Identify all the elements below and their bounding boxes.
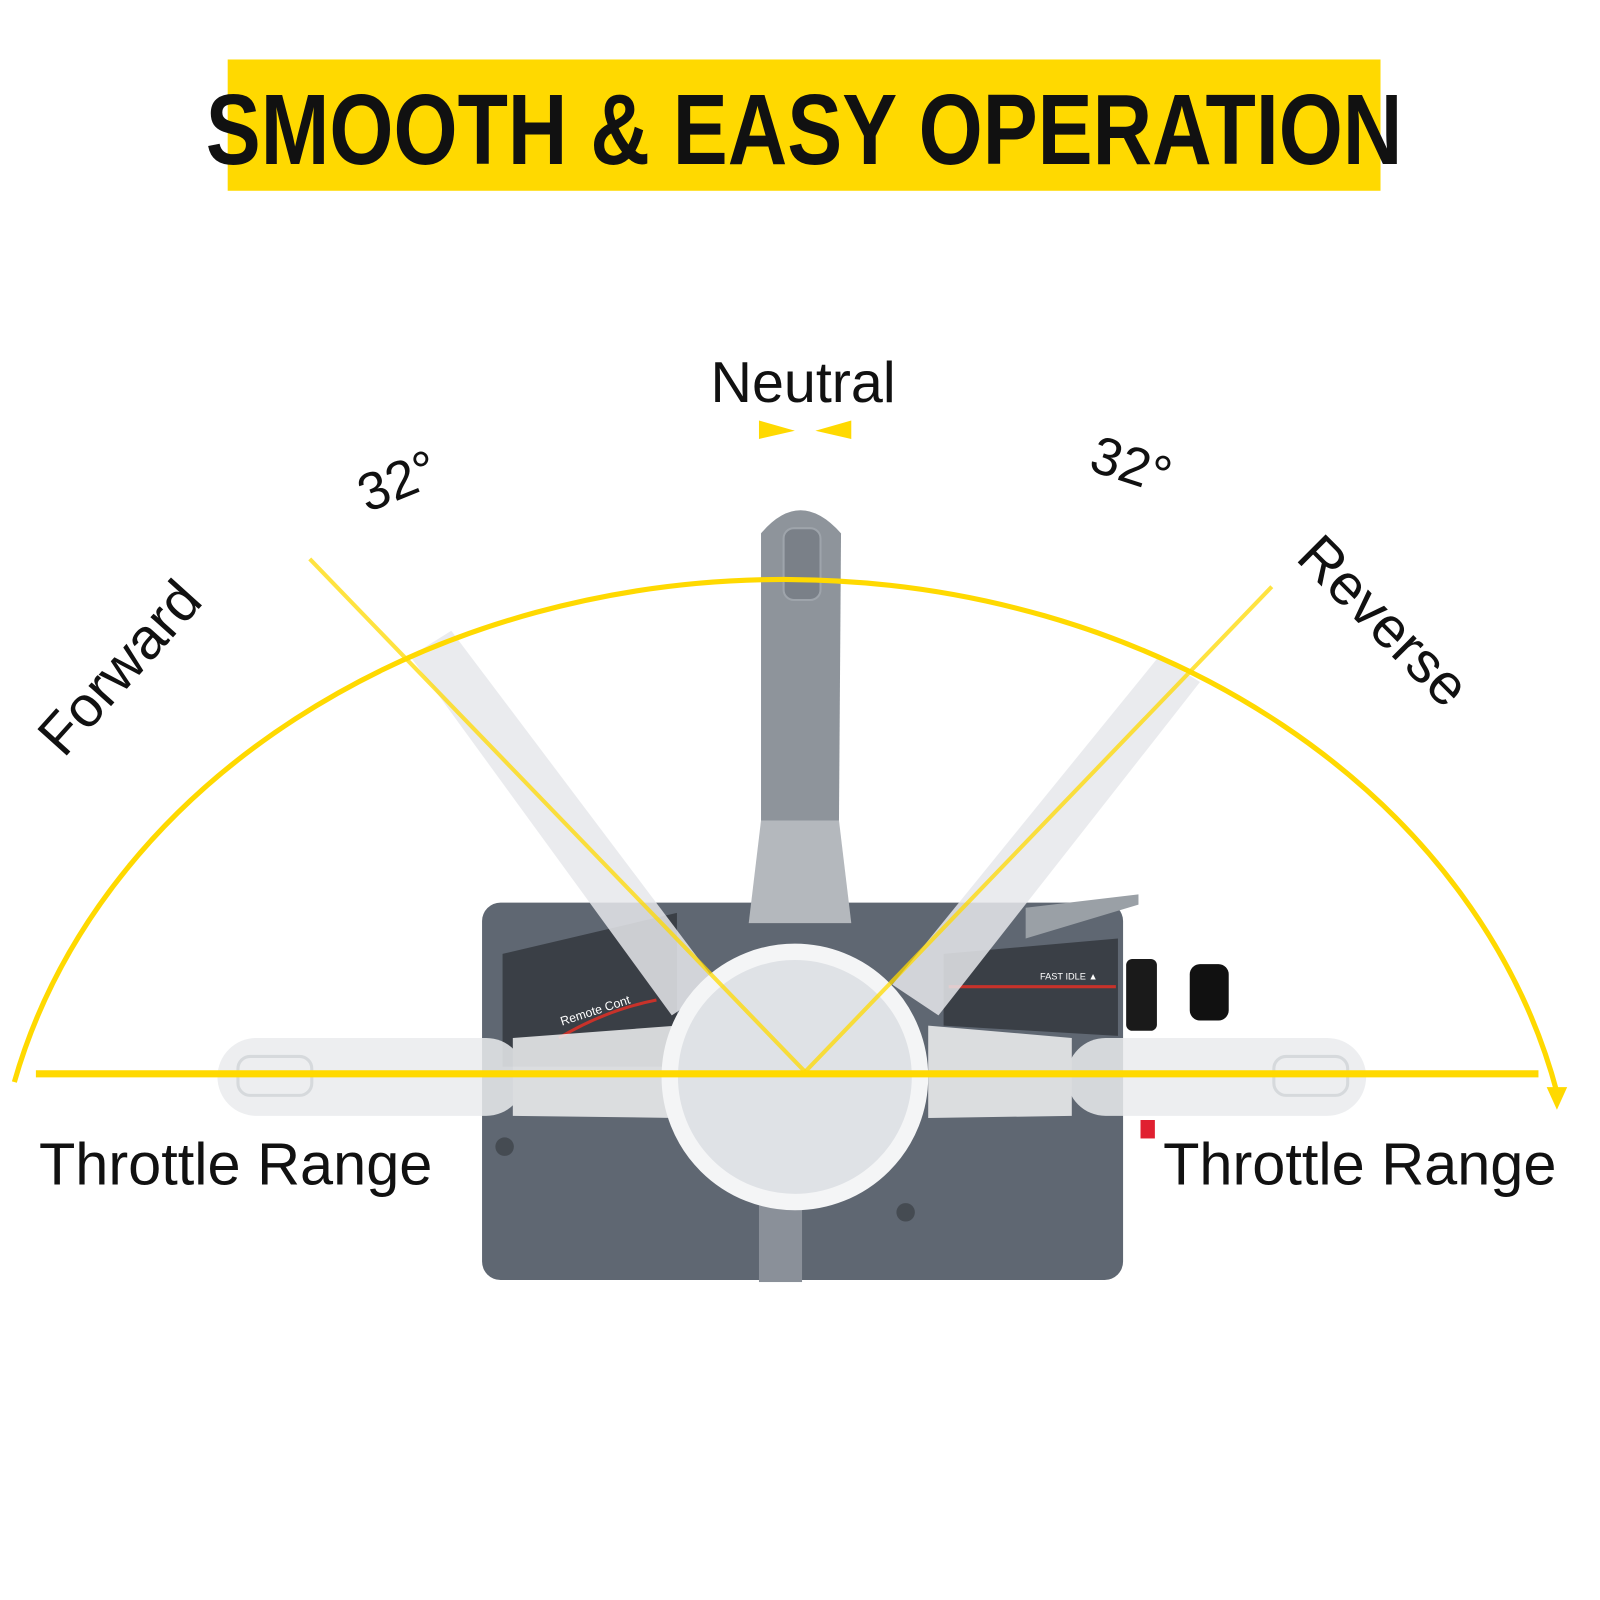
key-switch-icon [1126, 958, 1157, 1031]
reverse-label: Reverse [1285, 523, 1481, 719]
throttle-range-right-label: Throttle Range [1163, 1131, 1556, 1198]
range-guides [11, 420, 1568, 1110]
angle-left-label: 32° [350, 439, 447, 524]
lever-neutral [748, 510, 852, 924]
forward-label: Forward [26, 568, 214, 767]
title-banner [227, 59, 1381, 191]
neutral-label: Neutral [711, 351, 896, 415]
title-text: SMOOTH & EASY OPERATION [206, 74, 1403, 186]
throttle-range-left-label: Throttle Range [39, 1131, 432, 1198]
fast-idle-label: FAST IDLE ▲ [1040, 971, 1098, 981]
angle-right-label: 32° [1083, 425, 1178, 506]
